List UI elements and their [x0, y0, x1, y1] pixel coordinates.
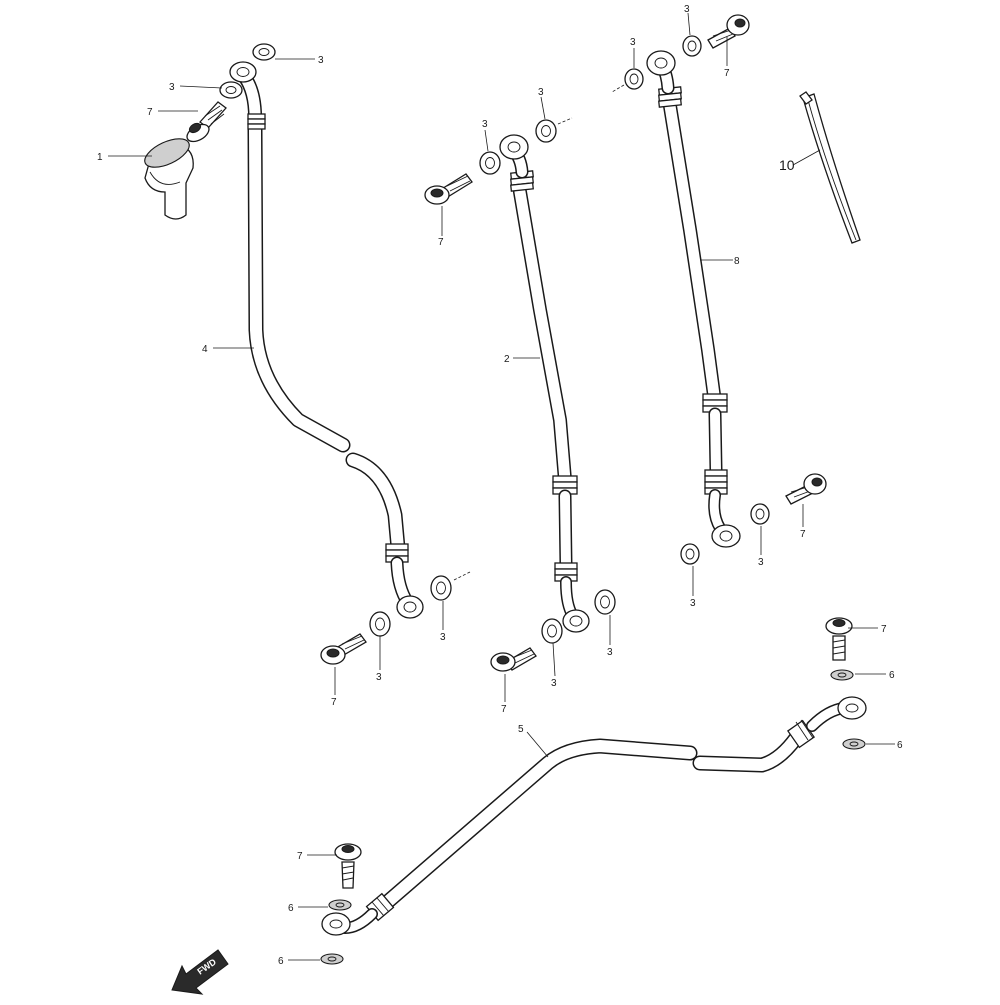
callout-6-d: 6: [278, 956, 284, 967]
washer-3-hose2-top-a: [479, 151, 501, 175]
washer-3-hose2-bottom-b: [594, 589, 616, 615]
hose-4: [229, 61, 424, 619]
callout-3-i: 3: [630, 37, 636, 48]
callout-7-b: 7: [331, 697, 337, 708]
washer-3-hose4-a: [369, 611, 391, 637]
hose-5-left-banjo: [321, 912, 351, 936]
bolt-7-hose4: [320, 633, 367, 665]
bolt-7-hose5-right: [825, 617, 853, 661]
callout-3-c: 3: [376, 672, 382, 683]
washer-3-hose8-top-b: [624, 68, 644, 90]
hose-4-upper-banjo: [229, 61, 257, 83]
washer-3-hose8-bottom-b: [680, 543, 700, 565]
hose-2: [499, 134, 590, 633]
cap-part-1: [144, 138, 194, 220]
callout-7-d: 7: [501, 704, 507, 715]
callout-5: 5: [518, 724, 524, 735]
callout-8: 8: [734, 256, 740, 267]
washer-3-hose4-b: [430, 575, 452, 601]
washer-3-hose8-top-a: [682, 35, 702, 57]
callout-6-a: 6: [889, 670, 895, 681]
callout-3-d: 3: [440, 632, 446, 643]
callout-7-h: 7: [297, 851, 303, 862]
callout-4: 4: [202, 344, 208, 355]
callout-3-e: 3: [482, 119, 488, 130]
bolt-7-hose8-bottom: [785, 473, 827, 505]
callout-3-h: 3: [607, 647, 613, 658]
washer-3-hose8-bottom-a: [750, 503, 770, 525]
callout-10: 10: [779, 157, 795, 173]
washer-3-a: [219, 81, 243, 99]
washer-6-hose5-left-b: [320, 953, 344, 965]
bolt-7-hose5-left: [334, 843, 362, 889]
fwd-arrow: FWD: [171, 949, 229, 995]
callout-7-f: 7: [800, 529, 806, 540]
callout-7-c: 7: [438, 237, 444, 248]
washer-6-hose5-right-a: [830, 669, 854, 681]
callout-7-a: 7: [147, 107, 153, 118]
callout-7-e: 7: [724, 68, 730, 79]
callout-3-a: 3: [169, 82, 175, 93]
hose-5-right-banjo: [837, 696, 867, 720]
washer-3-b: [252, 43, 276, 61]
callout-7-g: 7: [881, 624, 887, 635]
hose-8: [646, 50, 741, 548]
hose-2-upper-banjo: [499, 134, 529, 160]
callout-3-k: 3: [758, 557, 764, 568]
callout-3-f: 3: [538, 87, 544, 98]
hose-8-upper-banjo: [646, 50, 676, 76]
washer-3-hose2-top-b: [535, 119, 557, 143]
bolt-7-hose2-top: [424, 173, 473, 205]
callout-3-l: 3: [690, 598, 696, 609]
callout-3-j: 3: [684, 4, 690, 15]
callout-3-b: 3: [318, 55, 324, 66]
hose-8-lower-banjo: [711, 524, 741, 548]
callout-3-g: 3: [551, 678, 557, 689]
callout-labels: 1 3 3 7 4 3 3 7 3 3 7 2 3 3 7 3 3 7 8 10…: [97, 4, 903, 967]
callout-1: 1: [97, 152, 103, 163]
washer-6-hose5-left-a: [328, 899, 352, 911]
callout-6-c: 6: [288, 903, 294, 914]
callout-6-b: 6: [897, 740, 903, 751]
callout-2: 2: [504, 354, 510, 365]
hose-4-lower-banjo: [396, 595, 424, 619]
clamp-10: [799, 91, 861, 244]
hose-2-lower-banjo: [562, 609, 590, 633]
hose-5: [321, 696, 867, 936]
washer-3-hose2-bottom-a: [541, 618, 563, 644]
bolt-7-hose2-bottom: [490, 647, 537, 672]
hose-4-fitting-rings: [247, 113, 266, 130]
leader-lines: [108, 12, 895, 961]
bolt-7-topleft: [186, 101, 227, 143]
washer-6-hose5-right-b: [842, 738, 866, 750]
bolt-7-hose8-top: [707, 14, 750, 49]
